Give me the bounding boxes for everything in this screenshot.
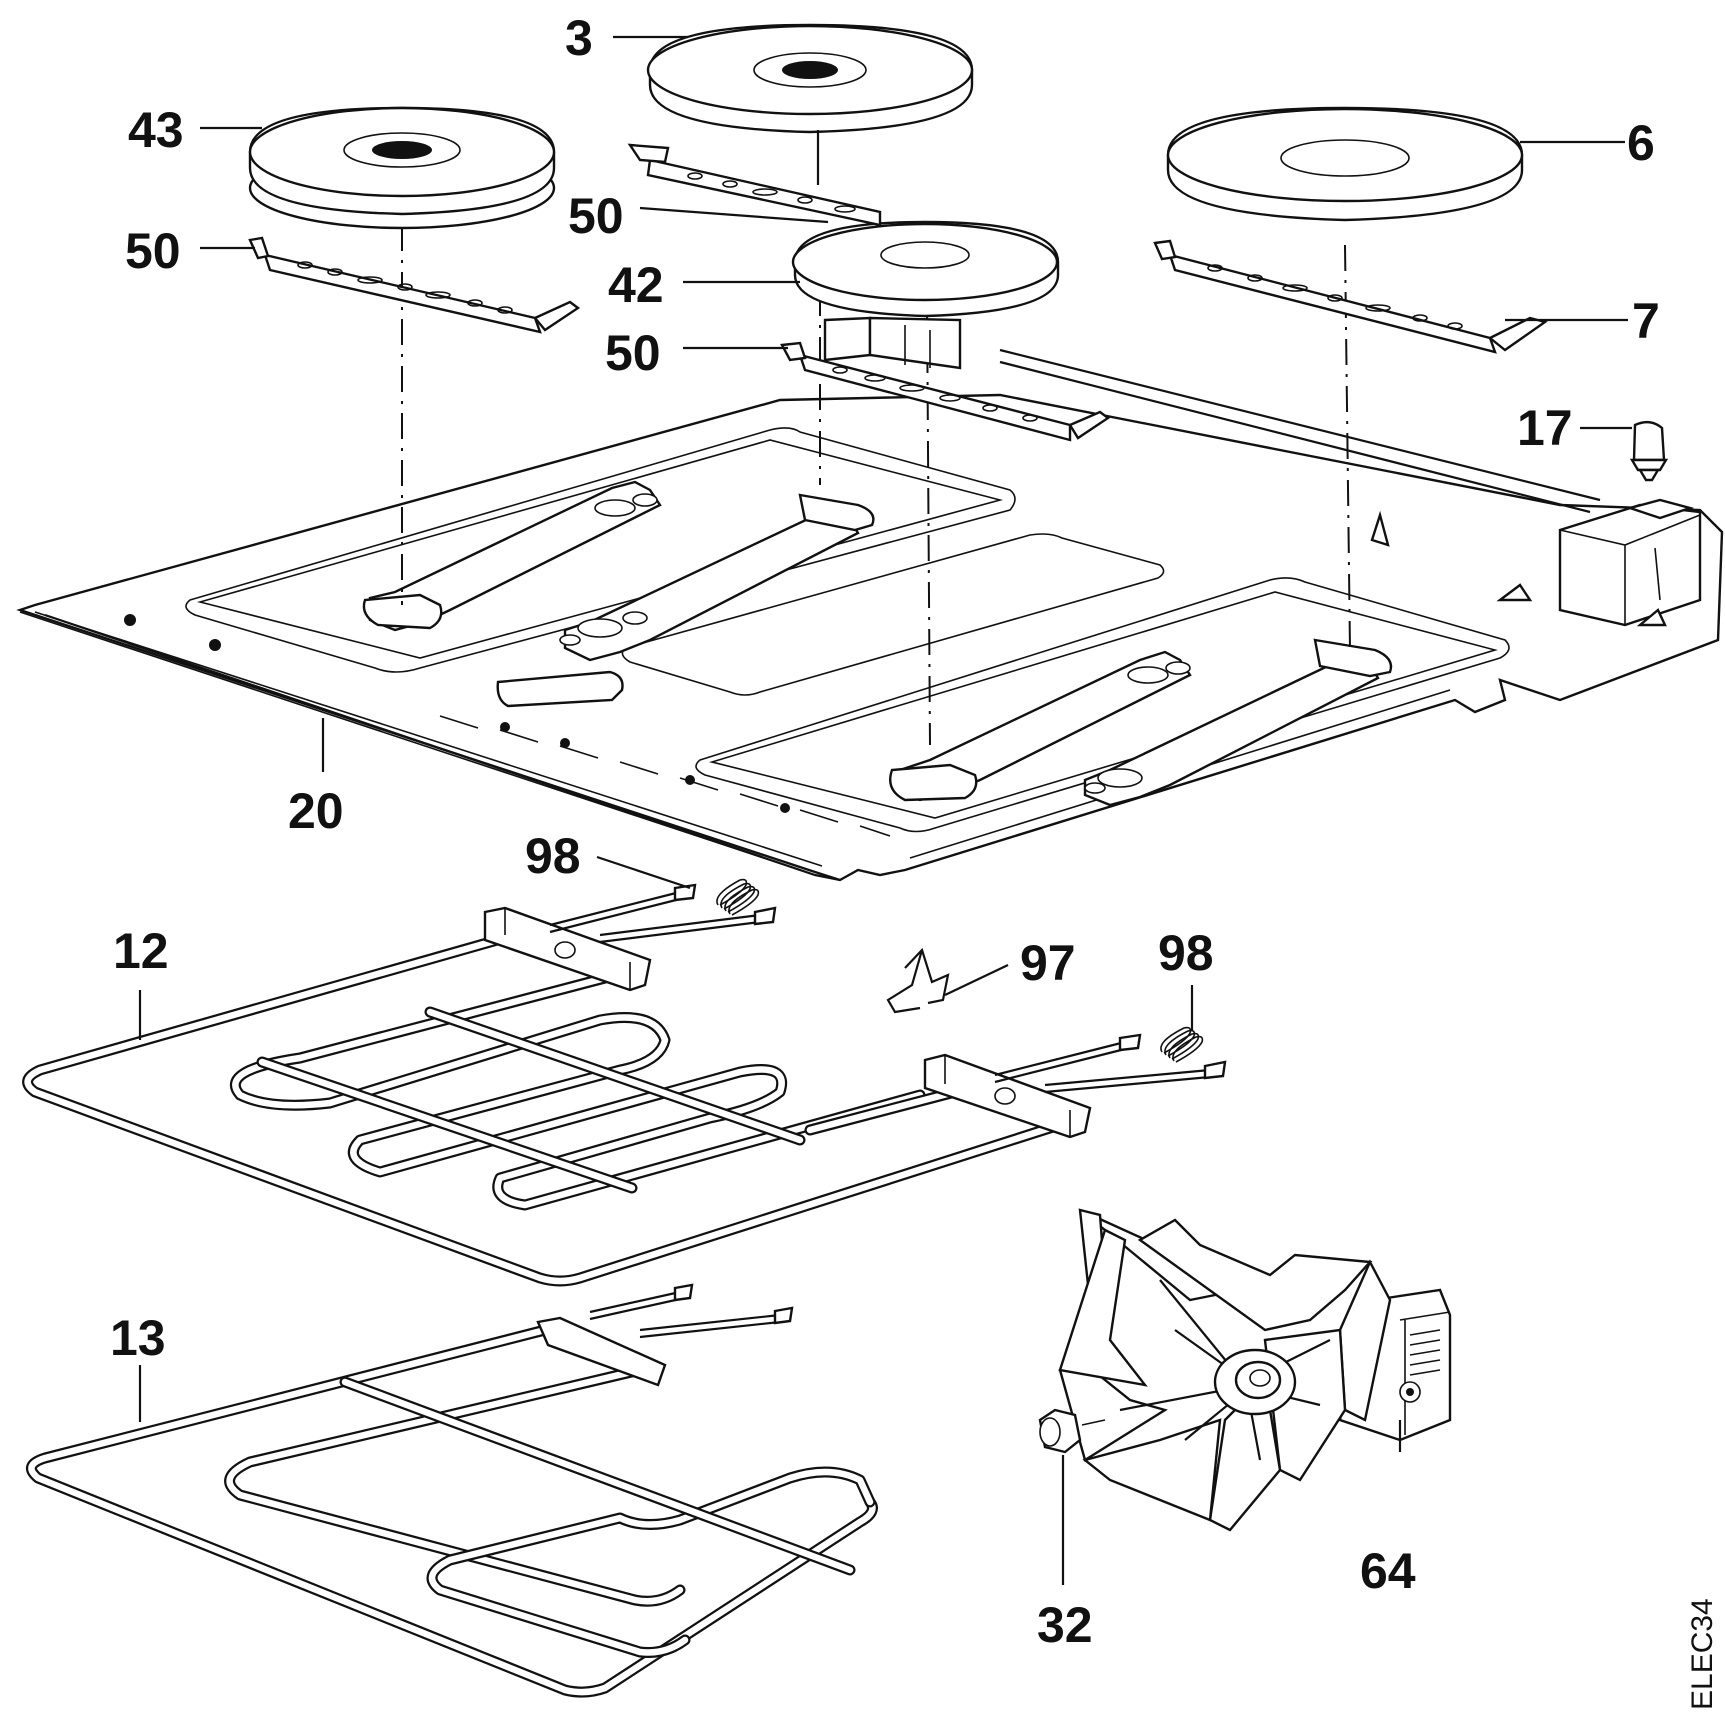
clip-bracket-50-left xyxy=(248,236,581,334)
label-43: 43 xyxy=(128,102,184,158)
clip-bracket-part-7 xyxy=(1153,239,1548,354)
hob-plate-part-20 xyxy=(16,348,1724,882)
spring-clip-part-97 xyxy=(886,947,950,1014)
heating-element-part-12 xyxy=(22,883,1227,1287)
drawing-code: ELEC34 xyxy=(1686,1598,1719,1710)
clip-bracket-50-center xyxy=(780,341,1111,442)
fan-nut-part-32 xyxy=(1038,1408,1106,1454)
hotplate-part-42 xyxy=(791,220,1060,318)
label-50b: 50 xyxy=(568,188,624,244)
label-50a: 50 xyxy=(125,223,181,279)
callout-labels: 3 43 6 50 50 42 50 7 17 20 98 12 97 98 1… xyxy=(110,10,1660,1653)
label-6: 6 xyxy=(1627,115,1655,171)
hotplate-terminal-block xyxy=(823,316,962,370)
clip-bracket-50-top xyxy=(627,143,882,227)
leader-lines xyxy=(138,35,1632,1585)
hotplate-part-6 xyxy=(1166,106,1524,222)
spring-part-98-lower xyxy=(1160,1026,1204,1063)
label-32: 32 xyxy=(1037,1597,1093,1653)
label-3: 3 xyxy=(565,10,593,66)
label-50c: 50 xyxy=(605,325,661,381)
hotplate-part-3 xyxy=(646,23,974,134)
hotplate-part-43 xyxy=(248,106,556,230)
label-20: 20 xyxy=(288,783,344,839)
heating-element-part-13 xyxy=(26,1283,878,1698)
label-13: 13 xyxy=(110,1310,166,1366)
label-97: 97 xyxy=(1020,935,1076,991)
label-42: 42 xyxy=(608,257,664,313)
label-64: 64 xyxy=(1360,1543,1416,1599)
label-12: 12 xyxy=(113,923,169,979)
label-98a: 98 xyxy=(525,828,581,884)
spring-part-98-upper xyxy=(716,878,760,916)
indicator-lamp-part-17 xyxy=(1629,420,1669,482)
hob-wiring-strips xyxy=(362,480,1393,807)
label-98b: 98 xyxy=(1158,925,1214,981)
fan-part-64 xyxy=(1058,1208,1452,1532)
label-7: 7 xyxy=(1632,293,1660,349)
label-17: 17 xyxy=(1517,400,1573,456)
